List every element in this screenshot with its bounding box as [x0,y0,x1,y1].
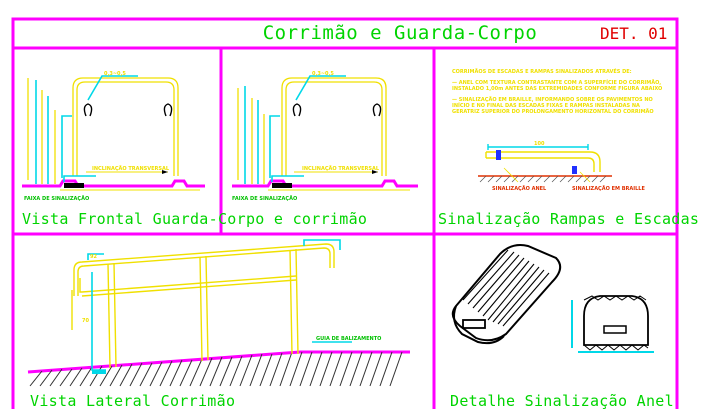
strip-label: FAIXA DE SINALIZAÇÃO [24,195,89,202]
braille-tag: SINALIZAÇÃO EM BRAILLE [572,185,645,192]
dim-label: 0,3~0,5 [312,71,334,77]
dim-label: 0,3~0,5 [104,71,126,77]
note-line: — ANEL COM TEXTURA CONTRASTANTE COM A SU… [452,80,662,86]
note-line: CORRIMÃOS DE ESCADAS E RAMPAS SINALIZADO… [452,69,632,75]
ring-tag: SINALIZAÇÃO ANEL [492,185,547,192]
lateral-labels: 92 70 GUIA DE BALIZAMENTO [82,254,381,342]
dim-100: 100 [534,141,545,147]
dim-92: 92 [90,254,97,260]
caption-signalisation: Sinalização Rampas e Escadas [438,210,700,228]
slope-label: INCLINAÇÃO TRANSVERSAL [302,165,380,172]
note-line: INSTALADO 1,00m ANTES DAS EXTREMIDADES C… [452,86,663,92]
dim-70: 70 [82,318,89,324]
caption-frontal: Vista Frontal Guarda-Corpo e corrimão [22,210,368,228]
note-line: INÍCIO E NO FINAL DAS ESCADAS FIXAS E RA… [452,103,640,109]
caption-lateral: Vista Lateral Corrimão [30,392,236,410]
guide-tag: GUIA DE BALIZAMENTO [316,336,381,342]
strip-label: FAIXA DE SINALIZAÇÃO [232,195,297,202]
signalisation-detail [478,144,612,183]
slope-label: INCLINAÇÃO TRANSVERSAL [92,165,170,172]
frontal-view-right-labels: 0,3~0,5 INCLINAÇÃO TRANSVERSAL FAIXA DE … [232,71,380,202]
sheet-frame [11,17,679,409]
signalisation-note: CORRIMÃOS DE ESCADAS E RAMPAS SINALIZADO… [452,69,674,115]
frontal-view-left [22,75,205,191]
caption-ring: Detalhe Sinalização Anel [450,392,674,410]
lateral-view [27,239,410,387]
note-line: — SINALIZAÇÃO EM BRAILLE, INFORMANDO SOB… [452,97,653,103]
sheet-title: Corrimão e Guarda-Corpo [262,22,538,44]
note-line: GERATRIZ SUPERIOR DO PROLONGAMENTO HORIZ… [452,109,654,115]
detail-number: DET. 01 [600,24,668,43]
ring-detail [451,244,654,353]
frontal-view-left-labels: 0,3~0,5 INCLINAÇÃO TRANSVERSAL FAIXA DE … [24,71,170,202]
frontal-view-right [232,75,418,191]
signalisation-labels: 100 SINALIZAÇÃO ANEL SINALIZAÇÃO EM BRAI… [492,141,645,192]
